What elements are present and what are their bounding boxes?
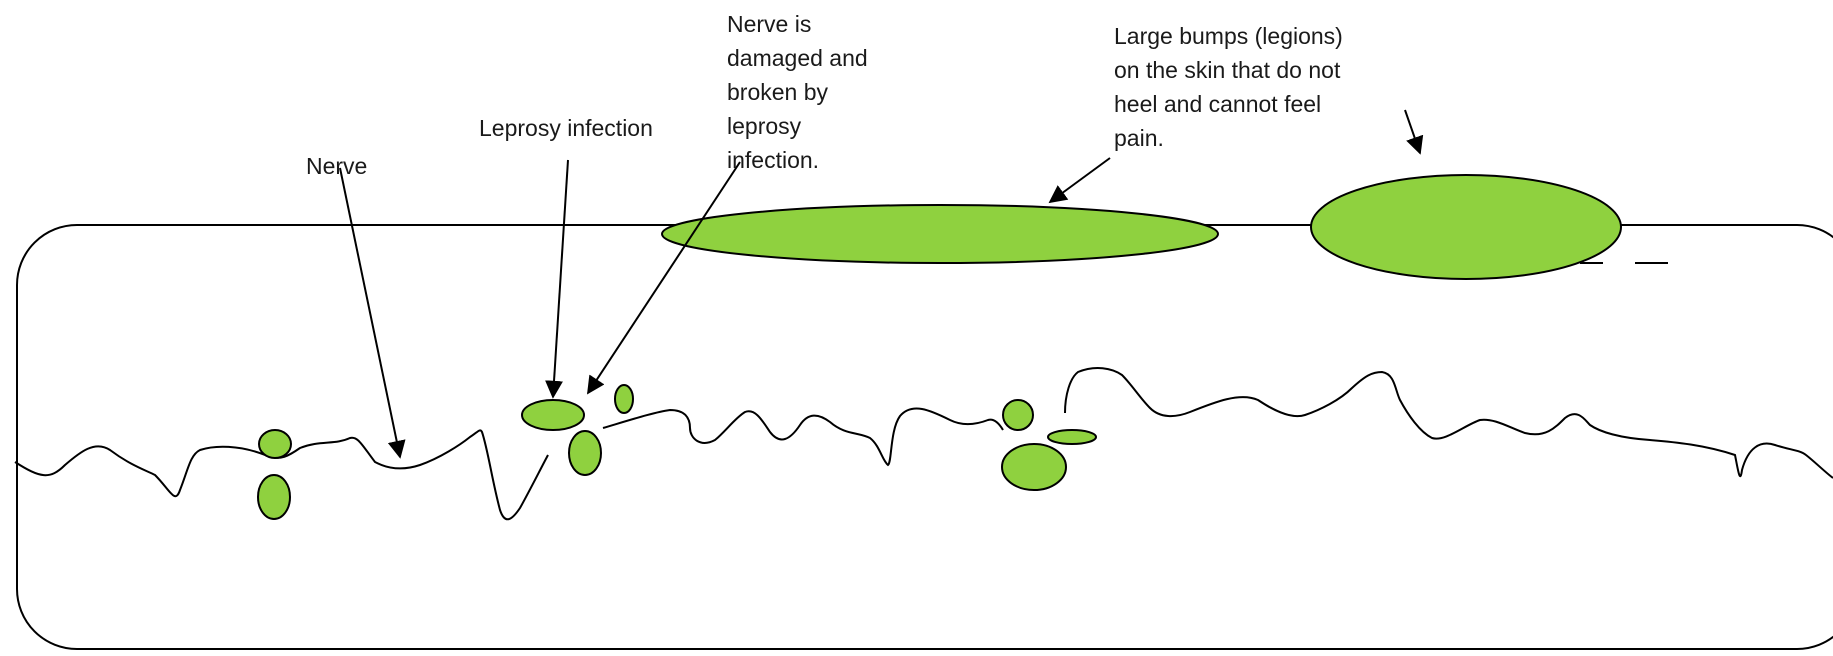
label-line: Large bumps (legions) bbox=[1114, 23, 1343, 49]
nerve-lesion bbox=[569, 431, 601, 475]
arrow-large-bumps-1 bbox=[1050, 158, 1110, 202]
label-line: pain. bbox=[1114, 125, 1164, 151]
nerve-lesion bbox=[259, 430, 291, 458]
nerve-lesion bbox=[615, 385, 633, 413]
nerve-lesion bbox=[258, 475, 290, 519]
nerve-lesion bbox=[1002, 444, 1066, 490]
label-nerve: Nerve bbox=[306, 153, 367, 179]
nerve-segment-2 bbox=[603, 408, 1003, 465]
label-leprosy-infection: Leprosy infection bbox=[479, 115, 653, 141]
nerve-lesion bbox=[522, 400, 584, 430]
label-line: on the skin that do not bbox=[1114, 57, 1341, 83]
label-line: heel and cannot feel bbox=[1114, 91, 1321, 117]
arrow-large-bumps-2 bbox=[1405, 110, 1420, 153]
arrow-leprosy-infection bbox=[553, 160, 568, 397]
label-line: broken by bbox=[727, 79, 829, 105]
arrow-nerve-damaged bbox=[588, 162, 740, 393]
label-line: damaged and bbox=[727, 45, 868, 71]
nerve-segment-3 bbox=[1065, 368, 1833, 478]
skin-lesion-large-2 bbox=[1311, 175, 1621, 279]
label-nerve-damaged: Nerve is damaged and broken by leprosy i… bbox=[727, 11, 874, 173]
label-line: leprosy bbox=[727, 113, 802, 139]
nerve-lesion bbox=[1003, 400, 1033, 430]
nerve-lesion bbox=[1048, 430, 1096, 444]
label-large-bumps: Large bumps (legions) on the skin that d… bbox=[1114, 23, 1349, 151]
arrow-nerve bbox=[340, 168, 400, 457]
skin-lesion-large-1 bbox=[662, 205, 1218, 263]
label-line: Nerve is bbox=[727, 11, 811, 37]
label-line: infection. bbox=[727, 147, 819, 173]
